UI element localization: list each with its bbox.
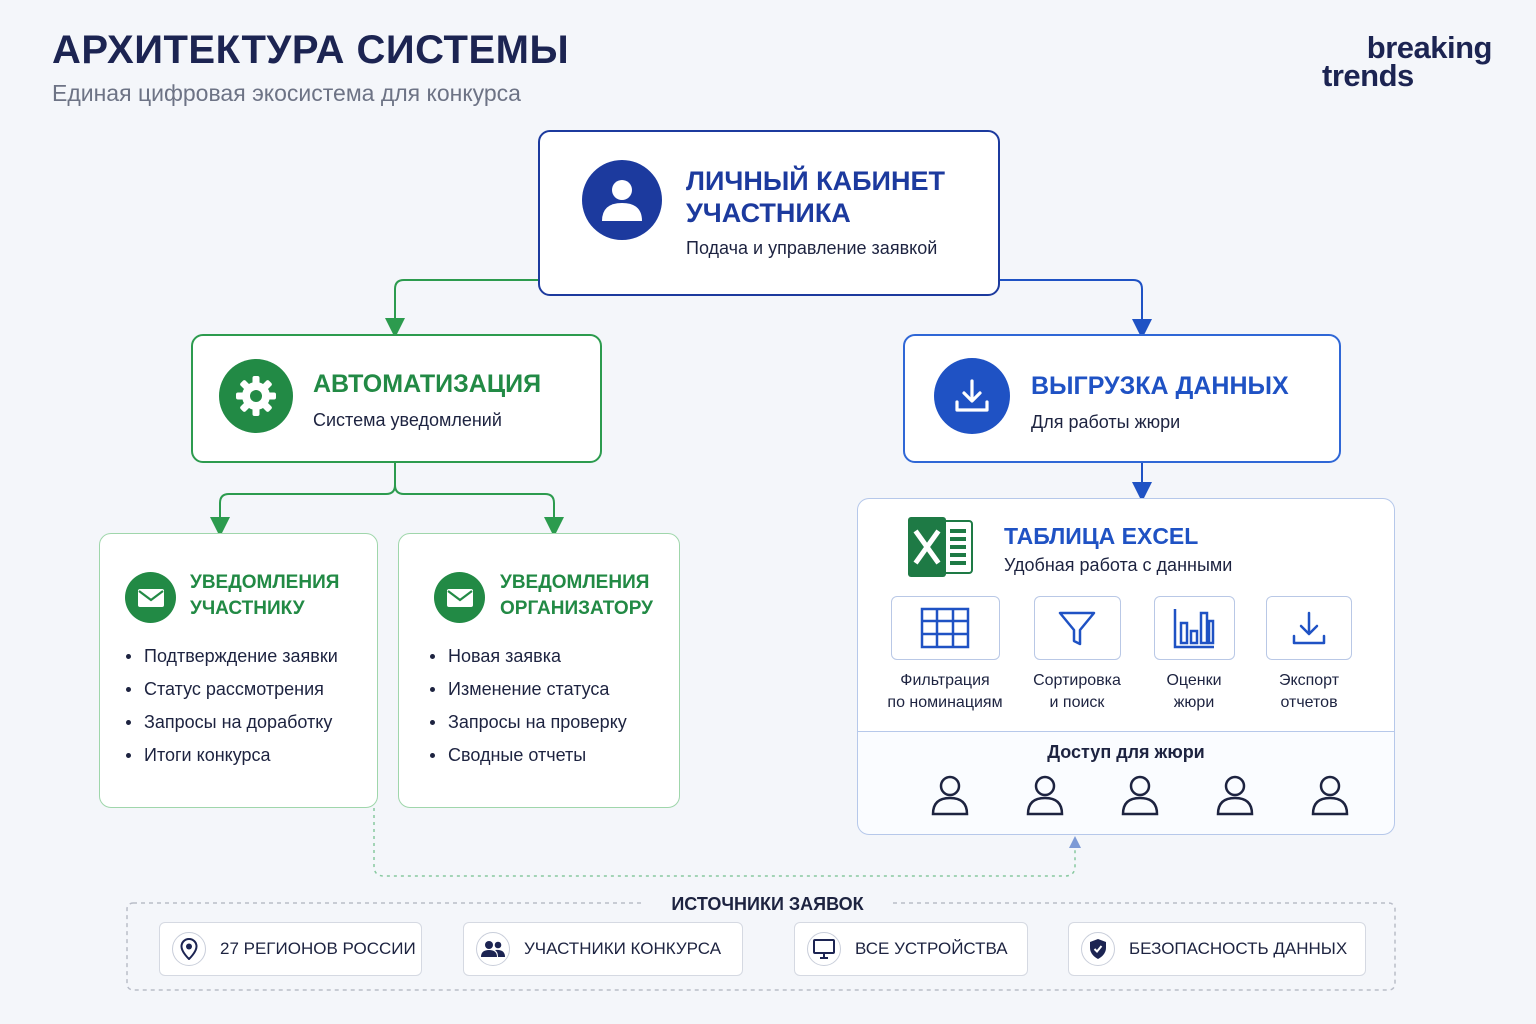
feature-label-1: Фильтрация <box>900 672 990 689</box>
people-icon <box>476 932 510 966</box>
brand-logo: breaking trends <box>1322 30 1493 94</box>
list-item: Подтверждение заявки <box>124 640 338 673</box>
table-icon <box>890 596 1000 660</box>
user-icon <box>582 160 662 240</box>
connector-top-to-export <box>1000 279 1152 339</box>
list-item: Изменение статуса <box>428 673 627 706</box>
feature-export-reports: Экспорт отчетов <box>1244 596 1374 714</box>
sources-title: ИСТОЧНИКИ ЗАЯВОК <box>671 894 864 914</box>
list-item: Итоги конкурса <box>124 739 338 772</box>
connector-top-to-automation <box>385 279 540 338</box>
list-item: Новая заявка <box>428 640 627 673</box>
organizer-notifications-title-2: ОРГАНИЗАТОРУ <box>500 598 653 619</box>
feature-jury-scores: Оценки жюри <box>1129 596 1259 714</box>
source-regions: 27 РЕГИОНОВ РОССИИ <box>159 922 422 976</box>
list-item: Сводные отчеты <box>428 739 627 772</box>
source-label: БЕЗОПАСНОСТЬ ДАННЫХ <box>1129 939 1348 958</box>
export-subtitle: Для работы жюри <box>1031 412 1181 432</box>
automation-node: АВТОМАТИЗАЦИЯ Система уведомлений <box>191 334 602 463</box>
feature-label-1: Оценки <box>1166 672 1222 689</box>
user-outline-icon <box>1026 775 1064 816</box>
excel-table-panel: ТАБЛИЦА EXCEL Удобная работа с данными Ф… <box>857 498 1395 732</box>
mail-icon <box>434 572 485 623</box>
list-item: Запросы на доработку <box>124 706 338 739</box>
participant-notifications-card: УВЕДОМЛЕНИЯ УЧАСТНИКУ Подтверждение заяв… <box>99 533 378 808</box>
feature-label-2: и поиск <box>1049 694 1105 711</box>
list-item: Статус рассмотрения <box>124 673 338 706</box>
logo-line-1: breaking <box>1366 30 1493 65</box>
organizer-notifications-card: УВЕДОМЛЕНИЯ ОРГАНИЗАТОРУ Новая заявка Из… <box>398 533 680 808</box>
source-label: УЧАСТНИКИ КОНКУРСА <box>524 939 722 958</box>
participant-account-node: ЛИЧНЫЙ КАБИНЕТ УЧАСТНИКА Подача и управл… <box>538 130 1000 296</box>
participant-notifications-title-1: УВЕДОМЛЕНИЯ <box>190 572 340 593</box>
feature-sort-search: Сортировка и поиск <box>1012 596 1142 714</box>
list-item: Запросы на проверку <box>428 706 627 739</box>
jury-users-row <box>930 774 1350 818</box>
source-label: ВСЕ УСТРОЙСТВА <box>855 939 1008 958</box>
location-pin-icon <box>172 932 206 966</box>
user-outline-icon <box>931 775 969 816</box>
bar-chart-icon <box>1153 596 1235 660</box>
excel-icon <box>906 515 976 579</box>
filter-icon <box>1033 596 1121 660</box>
feature-filter-by-nomination: Фильтрация по номинациям <box>880 596 1010 714</box>
jury-access-panel: Доступ для жюри <box>857 731 1395 835</box>
jury-access-title: Доступ для жюри <box>1047 742 1205 762</box>
user-outline-icon <box>1121 775 1159 816</box>
feature-label-2: по номинациям <box>887 694 1003 711</box>
logo-line-2: trends <box>1322 58 1414 93</box>
top-node-title-1: ЛИЧНЫЙ КАБИНЕТ <box>686 166 945 196</box>
connector-automation-to-participant <box>210 463 396 537</box>
source-devices: ВСЕ УСТРОЙСТВА <box>794 922 1028 976</box>
top-node-title-2: УЧАСТНИКА <box>686 198 851 228</box>
source-security: БЕЗОПАСНОСТЬ ДАННЫХ <box>1068 922 1366 976</box>
download-icon <box>1266 596 1352 660</box>
feature-label-2: отчетов <box>1280 694 1338 711</box>
export-title: ВЫГРУЗКА ДАННЫХ <box>1031 372 1289 400</box>
automation-subtitle: Система уведомлений <box>313 410 502 430</box>
organizer-notifications-list: Новая заявка Изменение статуса Запросы н… <box>428 640 627 772</box>
source-participants: УЧАСТНИКИ КОНКУРСА <box>463 922 743 976</box>
top-node-subtitle: Подача и управление заявкой <box>686 238 938 258</box>
gear-icon <box>219 359 293 433</box>
user-outline-icon <box>1216 775 1254 816</box>
connector-automation-to-organizer <box>394 484 564 537</box>
excel-title: ТАБЛИЦА EXCEL <box>1004 523 1199 549</box>
mail-icon <box>125 572 176 623</box>
feature-label-2: жюри <box>1173 694 1215 711</box>
excel-subtitle: Удобная работа с данными <box>1004 555 1233 575</box>
feature-label-1: Экспорт <box>1278 672 1340 689</box>
page-subtitle: Единая цифровая экосистема для конкурса <box>52 80 521 106</box>
monitor-icon <box>807 932 841 966</box>
automation-title: АВТОМАТИЗАЦИЯ <box>313 370 542 398</box>
page-title: АРХИТЕКТУРА СИСТЕМЫ <box>52 28 570 72</box>
source-label: 27 РЕГИОНОВ РОССИИ <box>220 939 416 958</box>
shield-icon <box>1081 932 1115 966</box>
user-outline-icon <box>1311 775 1349 816</box>
organizer-notifications-title-1: УВЕДОМЛЕНИЯ <box>500 572 650 593</box>
download-icon <box>934 358 1010 434</box>
participant-notifications-title-2: УЧАСТНИКУ <box>190 598 305 619</box>
data-export-node: ВЫГРУЗКА ДАННЫХ Для работы жюри <box>903 334 1341 463</box>
feature-label-1: Сортировка <box>1033 672 1121 689</box>
participant-notifications-list: Подтверждение заявки Статус рассмотрения… <box>124 640 338 772</box>
